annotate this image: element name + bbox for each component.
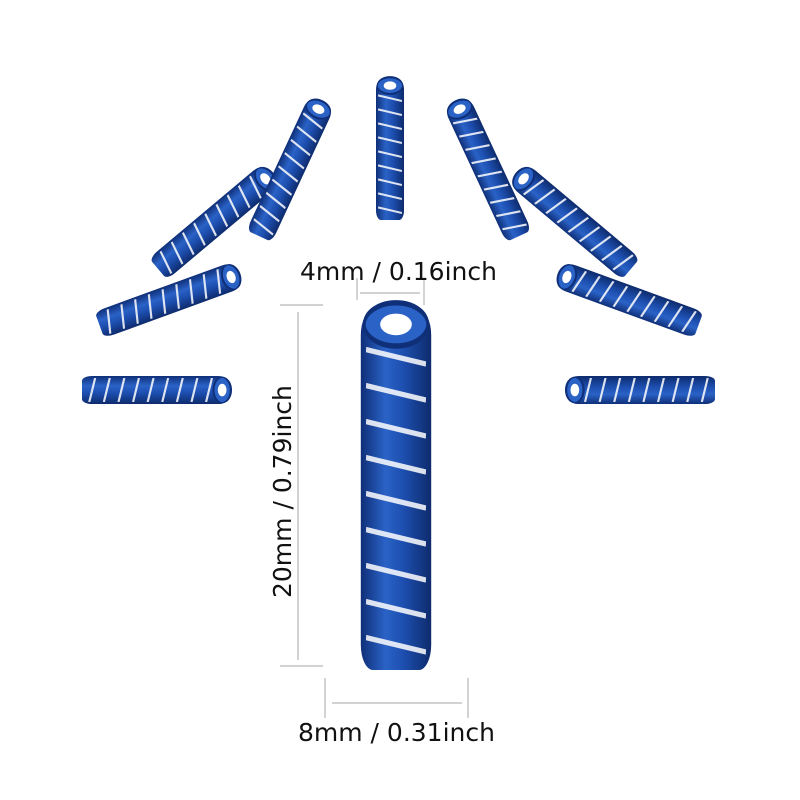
spring-small-8 [552,259,705,340]
spring-small-6 [442,94,533,244]
spring-small-9 [564,374,717,406]
inner-diameter-label: 4mm / 0.16inch [300,257,497,286]
spring-large [361,303,431,670]
length-label: 20mm / 0.79inch [268,385,297,598]
outer-diameter-label: 8mm / 0.31inch [298,718,495,747]
spring-small-5 [374,76,406,222]
dimension-lines [280,278,469,718]
spring-small-1 [80,374,233,406]
spring-small-7 [506,161,641,281]
